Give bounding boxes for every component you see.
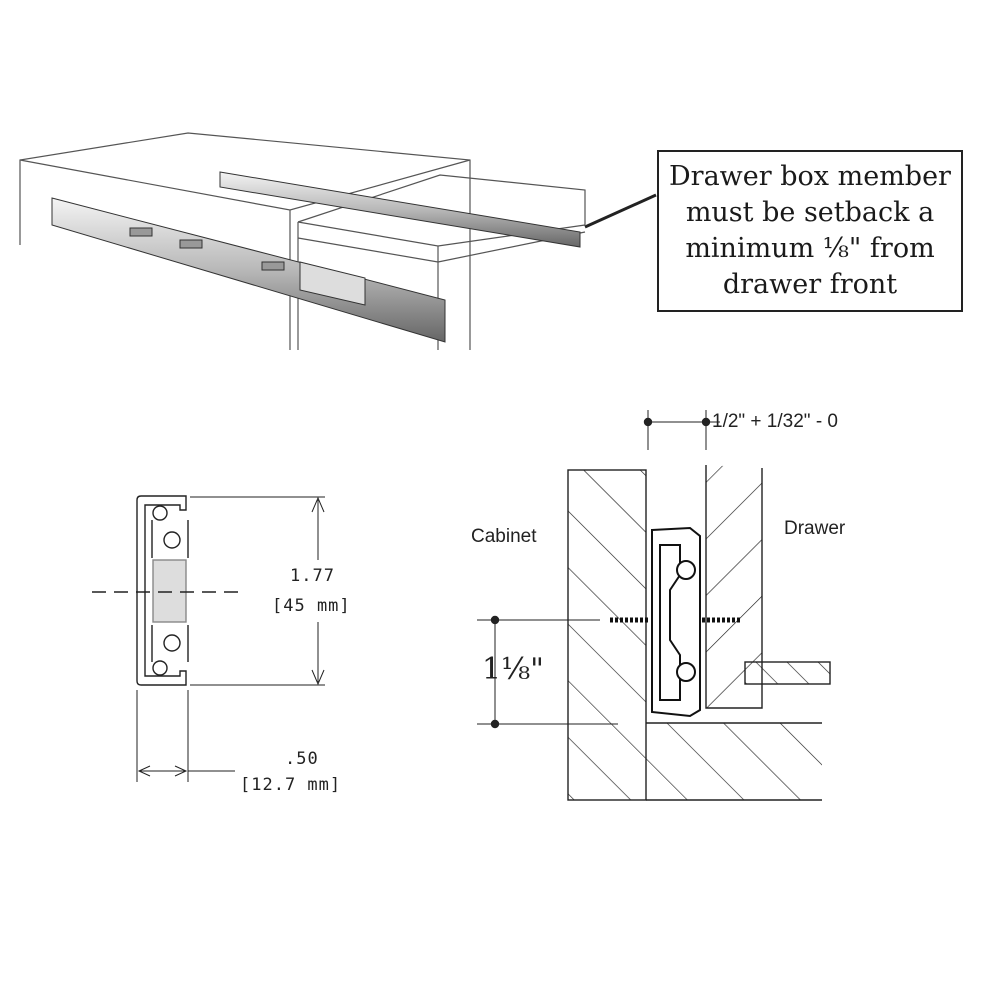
callout-line: minimum ⅛" from — [685, 233, 935, 264]
cabinet-perspective — [19, 132, 586, 350]
height-mm-label: [45 mm] — [272, 596, 351, 616]
offset-dimension-label: 1⅛" — [482, 652, 544, 687]
width-inches-label: .50 — [285, 749, 319, 769]
width-mm-label: [12.7 mm] — [240, 775, 342, 795]
drawer-label: Drawer — [784, 518, 846, 539]
gap-dimension-label: 1/2" + 1/32" - 0 — [712, 411, 838, 432]
cabinet-label: Cabinet — [471, 526, 537, 547]
section-view — [477, 410, 831, 801]
setback-callout: Drawer box member must be setback a mini… — [657, 150, 963, 312]
slide-profile — [92, 495, 325, 782]
height-inches-label: 1.77 — [290, 566, 335, 586]
slide-cross-section — [610, 526, 740, 718]
callout-line: drawer front — [722, 269, 898, 300]
slide-rails-perspective — [51, 171, 657, 343]
callout-line: Drawer box member — [669, 161, 951, 192]
callout-line: must be setback a — [685, 197, 935, 228]
